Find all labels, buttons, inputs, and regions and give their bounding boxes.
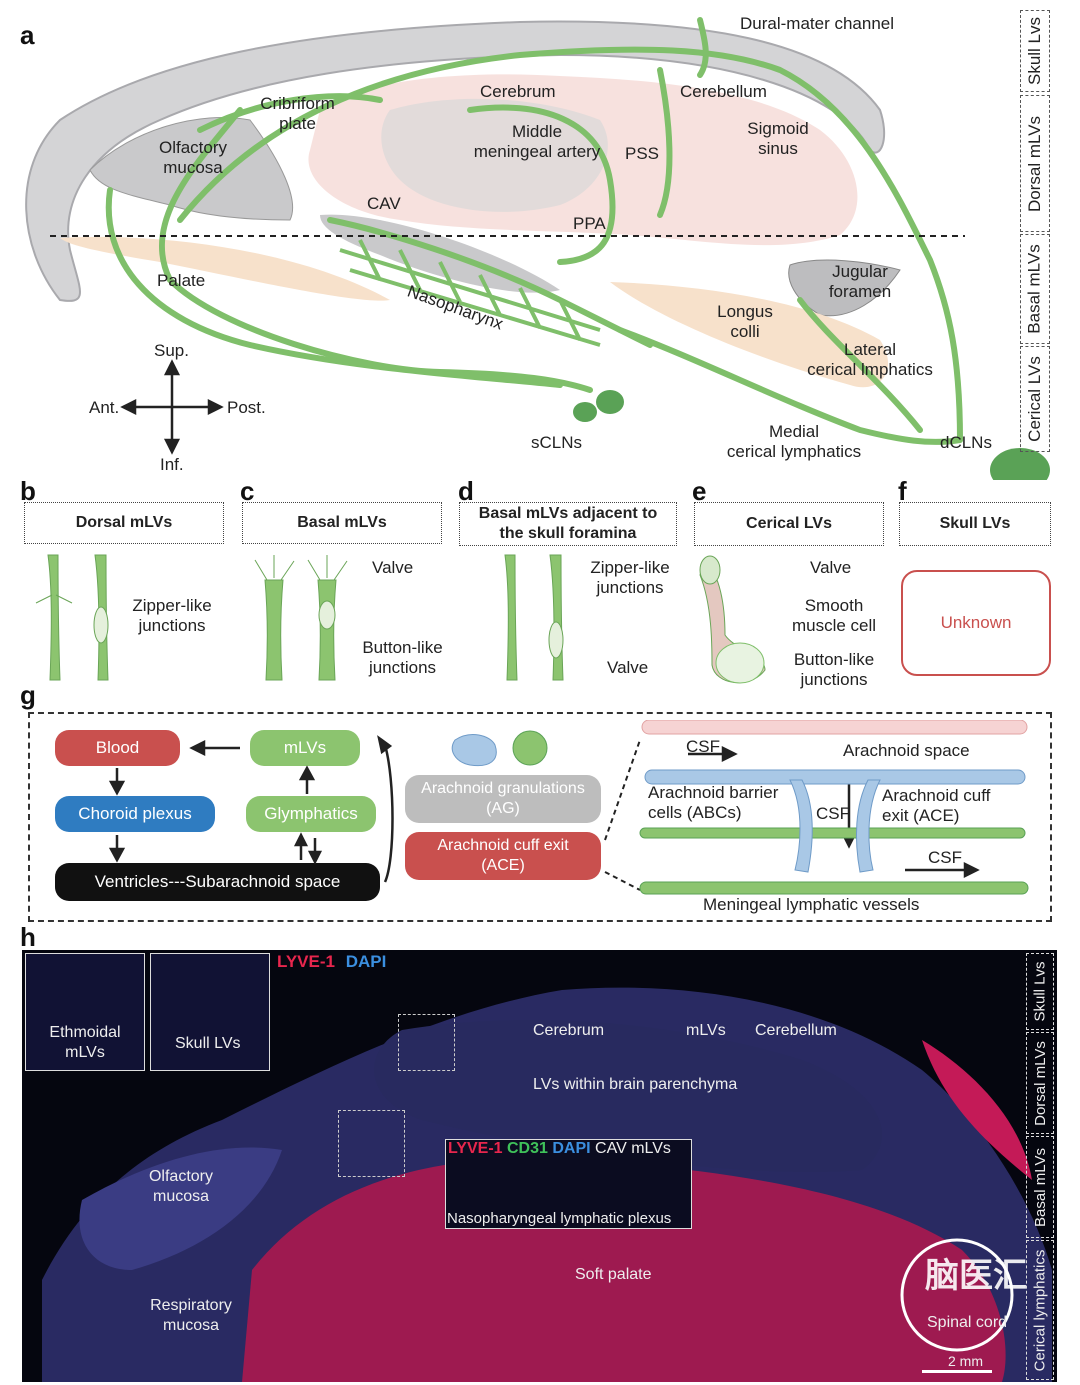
panels-b-e-illustrations <box>35 554 766 684</box>
compass-sup: Sup. <box>154 341 189 360</box>
header-cervical-lvs: Cerical LVs <box>694 502 884 546</box>
label-medial-cervical-lymphatics: Medial cerical lymphatics <box>726 422 862 461</box>
label-cav: CAV <box>367 194 401 213</box>
c-valve: Valve <box>372 558 414 577</box>
g-meningeal-lymphatic-vessels: Meningeal lymphatic vessels <box>703 895 920 914</box>
compass-inf: Inf. <box>160 455 184 474</box>
b-zipper-junctions: Zipper-like junctions <box>132 596 212 635</box>
label-lateral-cervical-lymphatics: Lateral cerical lmphatics <box>807 340 933 379</box>
side-label-dorsal-mlvs: Dorsal mLVs <box>1020 95 1050 232</box>
header-basal-mlvs: Basal mLVs <box>242 502 442 544</box>
panel-g-frame <box>28 712 1052 922</box>
panel-letter-h: h <box>20 922 36 952</box>
e-valve: Valve <box>810 558 852 577</box>
label-sigmoid-sinus: Sigmoid sinus <box>747 119 809 158</box>
h-side-basal-mlvs: Basal mLVs <box>1026 1136 1054 1238</box>
e-button-junctions: Button-like junctions <box>793 650 875 689</box>
label-dural-mater-channel: Dural-mater channel <box>740 14 895 33</box>
header-dorsal-mlvs: Dorsal mLVs <box>24 502 224 544</box>
h-cerebellum: Cerebellum <box>755 1022 837 1039</box>
node-blood: Blood <box>55 730 180 766</box>
label-dclns: dCLNs <box>940 433 992 452</box>
node-glymphatics: Glymphatics <box>246 796 376 832</box>
inset-legend-cav: CAV mLVs <box>595 1140 671 1157</box>
panel-g-arrows <box>108 720 1029 895</box>
h-lvs-parenchyma: LVs within brain parenchyma <box>533 1076 738 1093</box>
h-respiratory-mucosa: Respiratory mucosa <box>150 1297 232 1334</box>
h-spinal-cord: Spinal cord <box>927 1314 1008 1331</box>
h-scale-bar <box>922 1370 992 1373</box>
watermark: 脑医汇 <box>925 1257 1027 1295</box>
g-csf-middle: CSF <box>816 804 850 823</box>
side-label-cervical-lvs: Cerical LVs <box>1020 346 1050 452</box>
g-csf-bottom: CSF <box>928 848 962 867</box>
h-scale-label: 2 mm <box>948 1353 983 1369</box>
h-cerebrum: Cerebrum <box>533 1022 605 1039</box>
inset-legend: LYVE-1 CD31 DAPI CAV mLVs <box>448 1140 671 1158</box>
panel-letter-d: d <box>458 476 474 506</box>
d-valve: Valve <box>607 658 649 677</box>
node-choroid-plexus: Choroid plexus <box>55 796 215 832</box>
panel-letter-e: e <box>692 476 707 506</box>
h-soft-palate: Soft palate <box>575 1266 652 1283</box>
node-arachnoid-cuff-exit: Arachnoid cuff exit (ACE) <box>405 832 601 880</box>
h-olfactory-mucosa: Olfactory mucosa <box>148 1168 213 1205</box>
h-mlvs: mLVs <box>686 1022 726 1039</box>
panel-letter-c: c <box>240 476 255 506</box>
h-ethmoidal-mlvs: Ethmoidal mLVs <box>49 1024 121 1061</box>
inset-skull <box>150 953 270 1071</box>
h-side-cervical-lymphatics: Cerical lymphatics <box>1026 1240 1054 1380</box>
label-cerebellum: Cerebellum <box>680 82 767 101</box>
g-csf-top: CSF <box>686 737 720 756</box>
g-arachnoid-space: Arachnoid space <box>843 741 970 760</box>
inset-legend-cd31: CD31 <box>507 1140 548 1157</box>
compass-ant: Ant. <box>89 398 120 417</box>
d-zipper-junctions: Zipper-like junctions <box>590 558 670 597</box>
panel-letter-a: a <box>20 20 35 50</box>
panel-letter-b: b <box>20 476 36 506</box>
c-button-junctions: Button-like junctions <box>362 638 443 677</box>
roi-ethmoidal <box>338 1110 405 1177</box>
g-abc-label: Arachnoid barrier cells (ABCs) <box>648 783 779 822</box>
unknown-box: Unknown <box>901 570 1051 676</box>
roi-skull <box>398 1014 455 1071</box>
node-ventricles: Ventricles---Subarachnoid space <box>55 863 380 901</box>
e-smooth-muscle-cell: Smooth muscle cell <box>791 596 877 635</box>
header-basal-mlvs-foramina: Basal mLVs adjacent to the skull foramin… <box>459 502 677 546</box>
label-cerebrum: Cerebrum <box>480 82 556 101</box>
side-label-basal-mlvs: Basal mLVs <box>1020 234 1050 344</box>
inset-legend-lyve1: LYVE-1 <box>448 1140 503 1157</box>
label-sclns: sCLNs <box>531 433 583 452</box>
inset-ethmoidal <box>25 953 145 1071</box>
side-label-skull-lvs: Skull Lvs <box>1020 10 1050 92</box>
h-nasopharyngeal-plexus: Nasopharyngeal lymphatic plexus <box>447 1210 672 1227</box>
label-middle-meningeal-artery: Middle meningeal artery <box>473 122 601 161</box>
node-mlvs: mLVs <box>250 730 360 766</box>
legend-lyve1: LYVE-1 <box>277 952 335 971</box>
label-palate: Palate <box>157 271 206 290</box>
label-jugular-foramen: Jugular foramen <box>828 262 892 301</box>
panel-a-illustration <box>25 17 1050 480</box>
label-olfactory-mucosa: Olfactory mucosa <box>158 138 228 177</box>
panel-letter-g: g <box>20 680 36 710</box>
h-side-skull-lvs: Skull Lvs <box>1026 953 1054 1030</box>
h-skull-lvs: Skull LVs <box>175 1035 241 1052</box>
label-longus-colli: Longus colli <box>717 302 773 341</box>
compass-post: Post. <box>227 398 266 417</box>
label-ppa: PPA <box>573 214 606 233</box>
inset-legend-dapi: DAPI <box>552 1140 591 1157</box>
label-pss: PSS <box>625 144 660 163</box>
panel-letter-f: f <box>898 476 907 506</box>
header-skull-lvs: Skull LVs <box>899 502 1051 546</box>
g-ace-label: Arachnoid cuff exit (ACE) <box>882 786 991 825</box>
inset-cav <box>445 1139 692 1229</box>
node-arachnoid-granulations: Arachnoid granulations (AG) <box>405 775 601 823</box>
legend-dapi: DAPI <box>345 952 387 971</box>
label-cribriform-plate: Cribriform plate <box>260 94 335 133</box>
h-side-dorsal-mlvs: Dorsal mLVs <box>1026 1032 1054 1134</box>
h-legend: LYVE-1 DAPI <box>277 952 386 972</box>
